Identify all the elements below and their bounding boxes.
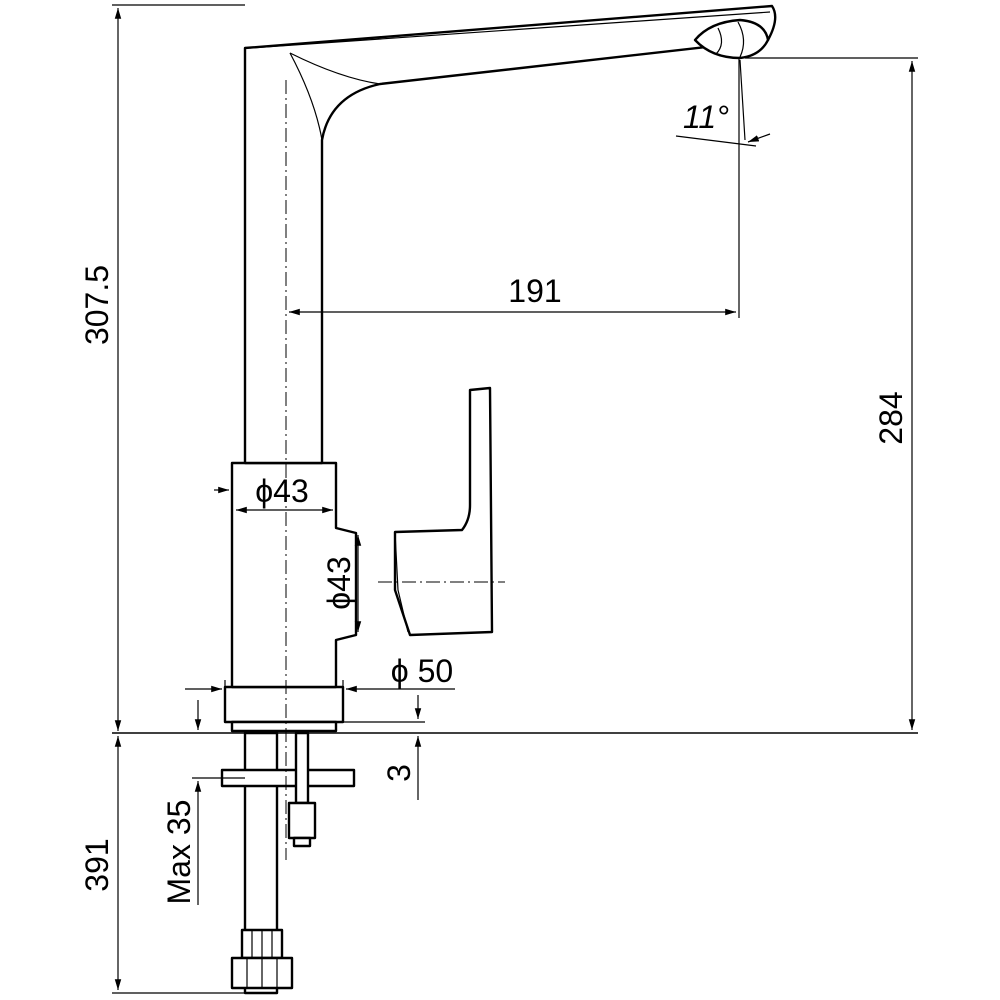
base-plate-thickness-label: 3: [381, 764, 417, 782]
spout-diameter-dimension: ϕ43: [214, 473, 333, 515]
spout-reach-dimension: 191: [289, 58, 740, 318]
faucet-body: [223, 461, 358, 733]
base-diameter-label: ϕ 50: [391, 653, 453, 689]
total-height-dimension: 307.5: [79, 4, 245, 731]
spout-height-dimension: 284: [745, 57, 918, 730]
lever-handle: [393, 386, 494, 637]
total-height-label: 307.5: [79, 265, 115, 345]
mounting-hardware: [220, 731, 356, 995]
spout-diameter-label: ϕ43: [255, 473, 309, 509]
max-deck-thickness-label: Max 35: [161, 800, 197, 905]
max-deck-thickness-dimension: Max 35: [161, 700, 245, 905]
spout-angle-dimension: 11°: [675, 59, 771, 147]
spout-reach-label: 191: [508, 273, 561, 309]
base-plate-thickness-dimension: 3: [336, 695, 425, 800]
spout-height-label: 284: [873, 391, 909, 444]
spout-angle-label: 11°: [683, 99, 729, 135]
lever-diameter-label: ϕ43: [321, 556, 357, 610]
hose-length-dimension: 391: [79, 736, 245, 994]
spout: [243, 4, 777, 465]
hose-length-label: 391: [79, 838, 115, 891]
lever-diameter-dimension: ϕ43: [321, 535, 362, 632]
base-diameter-dimension: ϕ 50: [185, 653, 455, 700]
